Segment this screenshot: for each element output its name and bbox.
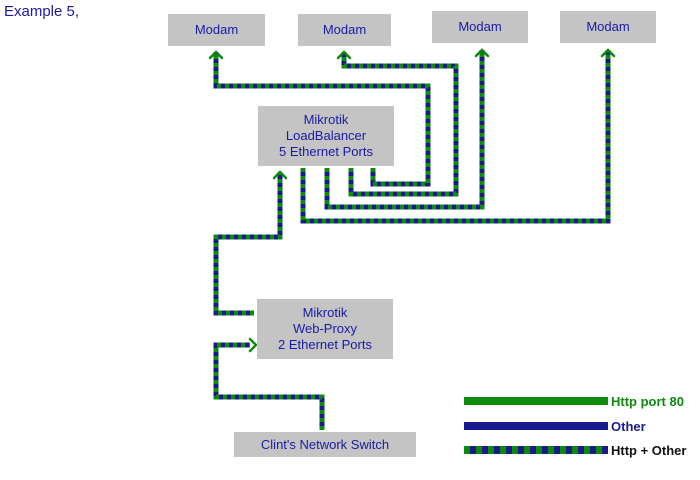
arrow-modem-3-icon <box>474 48 490 58</box>
legend-http-swatch <box>464 397 608 405</box>
modem-label: Modam <box>458 19 502 34</box>
webproxy-line-1: Mikrotik <box>302 305 348 320</box>
modem-box-4: Modam <box>560 11 656 43</box>
modem-box-1: Modam <box>168 14 265 46</box>
webproxy-box: Mikrotik Web-Proxy 2 Ethernet Ports <box>257 299 393 359</box>
link-lb-modem-4-dash <box>300 50 611 224</box>
arrow-modem-4-icon <box>600 48 616 58</box>
arrow-webproxy-icon <box>248 337 258 353</box>
legend-other-label: Other <box>611 419 646 434</box>
modem-label: Modam <box>322 22 367 37</box>
link-lb-modem-3-dash <box>324 50 485 210</box>
legend-other-swatch <box>464 422 608 430</box>
link-proxy-lb-dash <box>213 172 283 316</box>
arrow-loadbalancer-icon <box>272 170 288 180</box>
loadbalancer-line-2: LoadBalancer <box>285 128 367 143</box>
modem-label: Modam <box>194 22 239 37</box>
modem-label: Modam <box>586 19 630 34</box>
webproxy-line-3: 2 Ethernet Ports <box>278 337 372 352</box>
network-switch-box: Clint's Network Switch <box>234 432 416 457</box>
webproxy-line-2: Web-Proxy <box>292 321 358 336</box>
legend-both-label: Http + Other <box>611 443 687 458</box>
network-switch-label: Clint's Network Switch <box>260 436 390 452</box>
arrow-modem-1-icon <box>208 50 224 60</box>
link-lb-modem-1-dash <box>213 52 431 187</box>
legend-http-label: Http port 80 <box>611 394 684 409</box>
link-switch-proxy-dash <box>213 342 325 430</box>
modem-box-3: Modam <box>432 11 528 43</box>
link-proxy-lb <box>213 172 283 316</box>
arrowheads <box>208 48 616 353</box>
diagram-title: Example 5, <box>4 3 80 20</box>
connection-lines <box>213 50 611 454</box>
loadbalancer-box: Mikrotik LoadBalancer 5 Ethernet Ports <box>258 106 394 166</box>
loadbalancer-line-3: 5 Ethernet Ports <box>279 144 373 159</box>
loadbalancer-line-1: Mikrotik <box>303 112 349 127</box>
link-lb-modem-2-dash <box>341 52 459 197</box>
arrow-modem-2-icon <box>336 50 352 60</box>
modem-box-2: Modam <box>298 14 391 46</box>
